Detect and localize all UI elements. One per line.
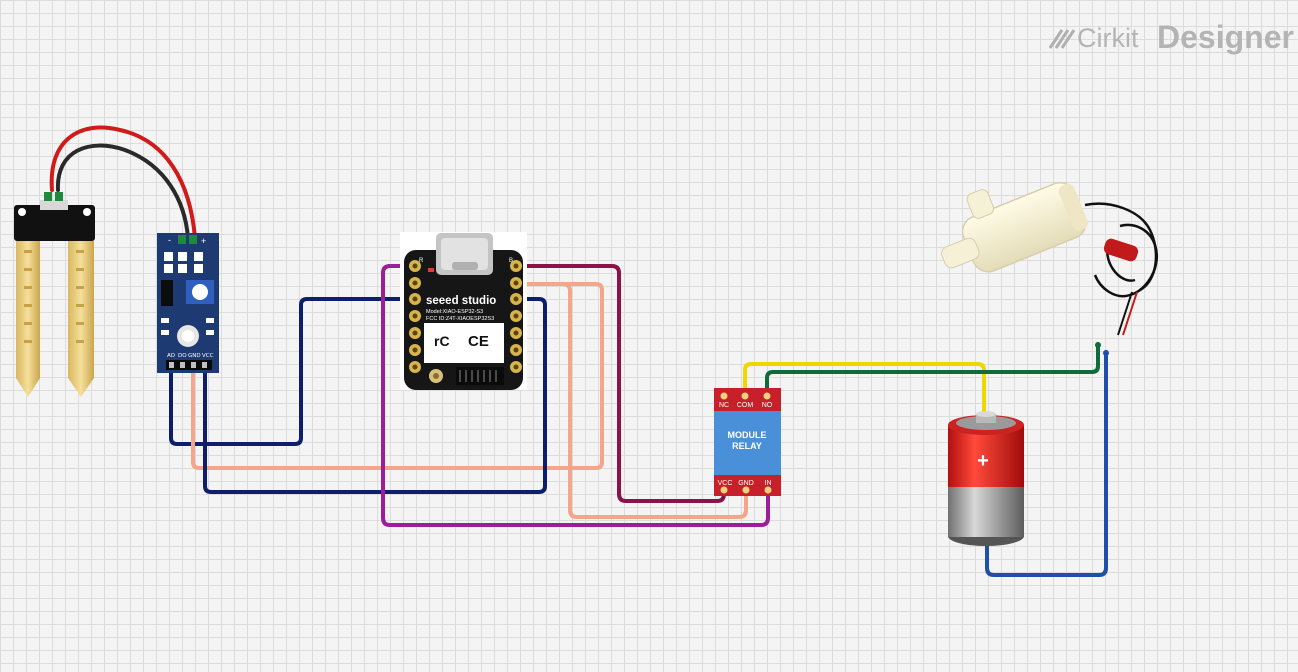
probe-mount-hole-left xyxy=(18,208,26,216)
xiao-brand: seeed studio xyxy=(426,295,496,307)
xiao-led xyxy=(428,268,434,272)
pump-terminal-negative[interactable] xyxy=(1103,350,1109,356)
relay-pin-no[interactable] xyxy=(763,392,771,400)
relay-title-line1: MODULE xyxy=(728,430,767,440)
wire-vcc-maroon[interactable] xyxy=(514,264,726,503)
wire-gnd-salmon[interactable] xyxy=(514,282,748,519)
pump-cable-tie xyxy=(1103,238,1139,262)
battery-terminal-positive[interactable] xyxy=(976,414,996,423)
module-resistors xyxy=(161,318,214,335)
cirkit-designer-logo: Cirkit Designer xyxy=(1048,19,1294,55)
module-polarity-plus: + xyxy=(201,236,206,246)
relay-pin-vcc[interactable] xyxy=(720,486,728,494)
potentiometer-knob[interactable] xyxy=(192,284,208,300)
relay-pin-com[interactable] xyxy=(741,392,749,400)
xiao-model: Model:XIAO-ESP32-S3 xyxy=(426,309,483,315)
pump-outlet xyxy=(941,237,980,269)
logo-text-cirkit: Cirkit xyxy=(1077,23,1139,53)
battery-body-negative xyxy=(948,485,1024,537)
relay-label-gnd: GND xyxy=(738,480,754,487)
module-polarity-minus: - xyxy=(168,235,171,245)
wire-probe-red[interactable] xyxy=(49,125,197,240)
probe-traces xyxy=(24,250,84,343)
soil-moisture-probe[interactable] xyxy=(14,192,95,397)
module-pin-do[interactable] xyxy=(180,362,185,368)
water-pump[interactable] xyxy=(924,157,1158,356)
cirkit-logo-icon xyxy=(1048,29,1076,49)
wire-probe-black[interactable] xyxy=(55,143,190,240)
wire-com-yellow[interactable] xyxy=(743,362,986,416)
probe-mount-hole-right xyxy=(83,208,91,216)
battery-plus-symbol: + xyxy=(977,450,989,472)
relay-label-vcc: VCC xyxy=(718,480,733,487)
battery-body-positive xyxy=(948,425,1024,487)
module-pin-label-gnd: GND xyxy=(188,353,201,359)
wire-battery-blue[interactable] xyxy=(985,350,1108,577)
probe-pin-1[interactable] xyxy=(44,192,52,201)
xiao-ce-mark: CE xyxy=(468,333,489,350)
pump-inlet xyxy=(966,189,995,219)
module-smd-pads xyxy=(164,252,203,273)
relay-module[interactable]: MODULE RELAY NC COM NO VCC GND IN xyxy=(714,388,781,496)
module-pin-label-ao: AO xyxy=(167,353,176,359)
b2b-connector xyxy=(456,367,504,385)
wire-vcc-salmon[interactable] xyxy=(191,282,604,470)
wire-gnd-navy[interactable] xyxy=(203,297,547,494)
xiao-right-pins xyxy=(510,260,522,373)
logo-text-designer: Designer xyxy=(1157,19,1294,55)
module-pin-ao[interactable] xyxy=(169,362,174,368)
module-comparator-chip xyxy=(161,280,173,306)
module-pin-gnd[interactable] xyxy=(191,362,196,368)
xiao-label-b: B xyxy=(509,258,513,264)
wire-no-green[interactable] xyxy=(765,342,1100,400)
relay-label-com: COM xyxy=(737,402,754,409)
module-pin-label-do: DO xyxy=(178,353,187,359)
relay-body xyxy=(714,411,781,475)
module-header xyxy=(166,360,212,370)
module-pin-vcc[interactable] xyxy=(202,362,207,368)
soil-moisture-module[interactable]: - + AO DO GND VCC xyxy=(157,233,219,373)
probe-leg-left xyxy=(16,241,40,397)
pump-terminal-positive[interactable] xyxy=(1095,342,1101,348)
probe-head xyxy=(14,205,95,241)
xiao-rc-mark: rC xyxy=(434,333,450,349)
relay-label-nc: NC xyxy=(719,402,729,409)
probe-connector xyxy=(40,200,68,210)
relay-label-in: IN xyxy=(765,480,772,487)
module-probe-pin-plus[interactable] xyxy=(189,235,197,244)
wire-ao-navy[interactable] xyxy=(169,297,417,446)
relay-pin-gnd[interactable] xyxy=(742,486,750,494)
relay-label-no: NO xyxy=(762,402,773,409)
module-pin-label-vcc: VCC xyxy=(202,353,214,359)
xiao-shield-label xyxy=(424,323,504,363)
relay-title-line2: RELAY xyxy=(732,441,762,451)
wire-in-purple[interactable] xyxy=(381,264,770,527)
battery[interactable]: + xyxy=(948,411,1024,546)
probe-leg-right xyxy=(68,241,94,397)
xiao-fcc-id: FCC ID:Z4T-XIAOESP32S3 xyxy=(426,316,494,322)
module-probe-pin-minus[interactable] xyxy=(178,235,186,244)
probe-pin-2[interactable] xyxy=(55,192,63,201)
xiao-esp32s3-board[interactable]: R B seeed studio Model:XIAO-ESP32-S3 FCC… xyxy=(400,232,527,390)
relay-pin-nc[interactable] xyxy=(720,392,728,400)
xiao-label-r: R xyxy=(419,258,424,264)
xiao-left-pins xyxy=(409,260,421,373)
relay-pin-in[interactable] xyxy=(764,486,772,494)
